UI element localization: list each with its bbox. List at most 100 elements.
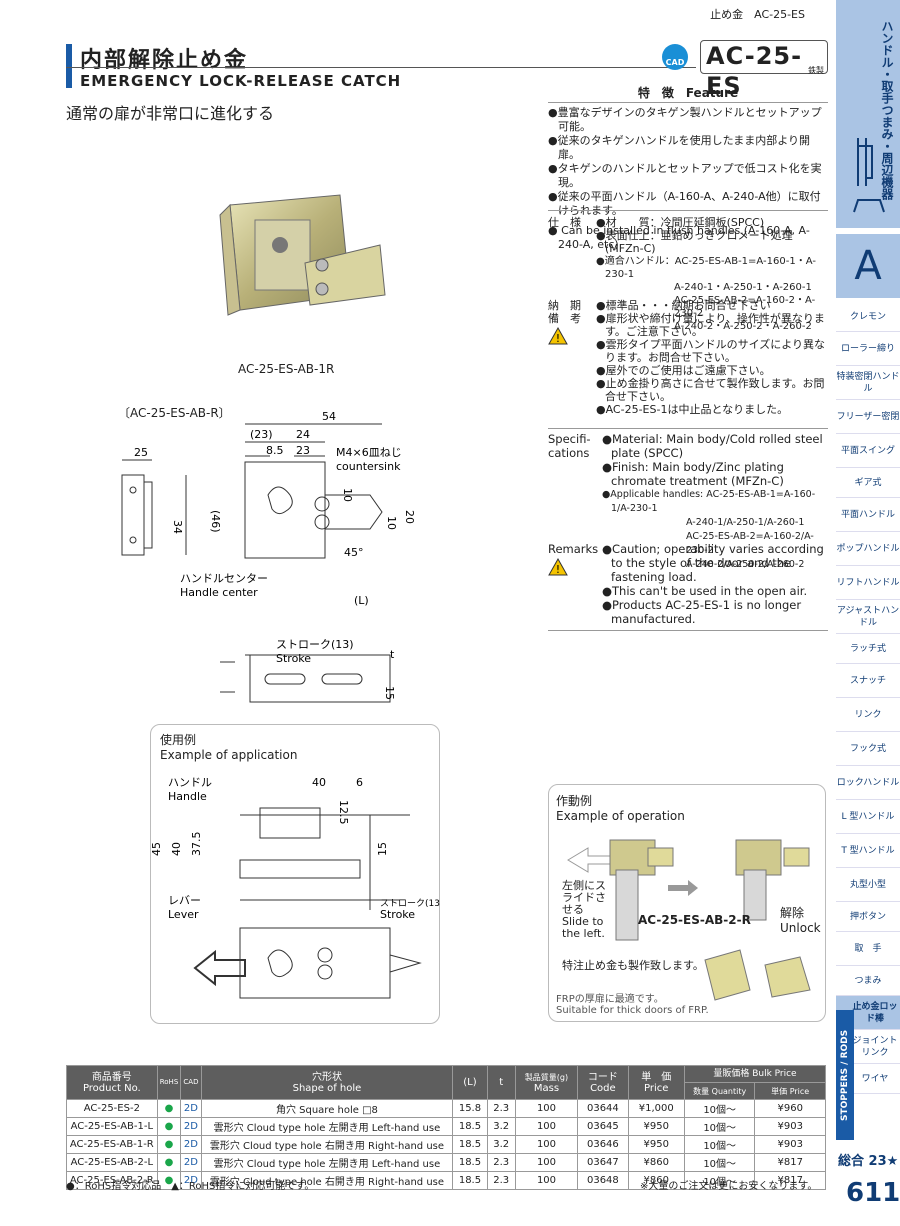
sidebar-item[interactable]: 取 手 (836, 932, 900, 966)
cell-mass: 100 (514, 1171, 579, 1190)
unlock-label-en: Unlock (780, 921, 821, 935)
cell-product: AC-25-ES-AB-2-L (66, 1153, 158, 1172)
cell-cad: 2D (180, 1153, 202, 1172)
th-t: t (486, 1065, 516, 1100)
cell-price: ¥950 (627, 1117, 685, 1136)
operation-model: AC-25-ES-AB-2-R (638, 913, 751, 927)
cell-cad: 2D (180, 1171, 202, 1190)
th-mass: 製品質量(g)Mass (514, 1065, 579, 1100)
frp-note-en: Suitable for thick doors of FRP. (556, 1005, 709, 1016)
cell-code: 03645 (577, 1117, 629, 1136)
sidebar-item[interactable]: ローラー締り (836, 332, 900, 366)
warning-icon: ! (548, 326, 568, 345)
application-title-jp: 使用例 (160, 733, 197, 747)
dim-L: (L) (354, 594, 369, 607)
special-order-note: 特注止め金も製作致します。 (562, 959, 704, 972)
dim-40b: 40 (170, 842, 183, 856)
sidebar-item[interactable]: L 型ハンドル (836, 800, 900, 834)
cad-badge-label: CAD (665, 58, 685, 67)
sidebar-item[interactable]: 平面ハンドル (836, 498, 900, 532)
operation-title-jp: 作動例 (556, 794, 593, 808)
spec-jp: 仕 様 ●材 質：冷間圧延鋼板(SPCC) ●表面仕上：亜鉛めっきクロメート処理… (548, 216, 826, 333)
sidebar-item[interactable]: T 型ハンドル (836, 834, 900, 868)
cell-L: 18.5 (452, 1117, 488, 1136)
cell-L: 18.5 (452, 1171, 488, 1190)
photo-caption: AC-25-ES-AB-1R (238, 362, 335, 376)
sidebar-item[interactable]: 特装密閉ハンドル (836, 366, 900, 400)
dim-25: 25 (134, 446, 148, 459)
spec-en: Specifi-cations ●Material: Main body/Col… (548, 432, 828, 572)
sidebar-item[interactable]: リンク (836, 698, 900, 732)
sidebar-item[interactable]: ロックハンドル (836, 766, 900, 800)
sidebar-item[interactable]: クレモン (836, 302, 900, 332)
cell-bulk: ¥903 (754, 1117, 826, 1136)
th-rohs: RoHS (156, 1065, 182, 1100)
cell-price: ¥1,000 (627, 1099, 685, 1118)
th-L: (L) (452, 1065, 488, 1100)
sidebar-item[interactable]: フック式 (836, 732, 900, 766)
remark-line: ●This can't be used in the open air. (602, 584, 808, 598)
dim-34: 34 (171, 520, 184, 534)
spec-line: A-240-1・A-250-1・A-260-1 (674, 282, 812, 293)
cell-price: ¥950 (627, 1135, 685, 1154)
sidebar-item[interactable]: アジャストハンドル (836, 600, 900, 634)
cell-mass: 100 (514, 1135, 579, 1154)
cell-mass: 100 (514, 1117, 579, 1136)
cell-qty: 10個～ (683, 1117, 756, 1136)
title-bar (66, 44, 72, 88)
dim-t: t (390, 648, 395, 661)
operation-title-en: Example of operation (556, 809, 685, 823)
arrow-left-icon (567, 847, 611, 873)
sidebar-item[interactable]: つまみ (836, 966, 900, 996)
features-list: ●豊富なデザインのタキゲン製ハンドルとセットアップ可能。 ●従来のタキゲンハンド… (548, 102, 828, 252)
cell-bulk: ¥817 (754, 1153, 826, 1172)
sidebar-item[interactable]: ギア式 (836, 468, 900, 498)
rohs-note: ●：RoHS指令対応品 ▲：RoHS指令に対応可能です。 (66, 1181, 315, 1192)
dim-40: 40 (312, 776, 326, 789)
sidebar-item[interactable]: ジョイントリンク (836, 1030, 900, 1064)
th-qty: 数量 Quantity (683, 1082, 756, 1100)
sidebar-item[interactable]: ラッチ式 (836, 634, 900, 664)
sidebar-item[interactable]: 押ボタン (836, 902, 900, 932)
sidebar-item[interactable]: 丸型小型 (836, 868, 900, 902)
sidebar-item[interactable]: スナッチ (836, 664, 900, 698)
dim-10b: 10 (385, 516, 398, 530)
sidebar-item[interactable]: ワイヤ (836, 1064, 900, 1094)
cad-icon[interactable]: CAD (662, 44, 688, 70)
feature-item: ●従来のタキゲンハンドルを使用したまま内部より開扉。 (548, 134, 811, 161)
svg-text:!: ! (556, 563, 560, 576)
cell-bulk: ¥903 (754, 1135, 826, 1154)
cell-shape: 雲形穴 Cloud type hole 左開き用 Left-hand use (200, 1153, 454, 1172)
sidebar-item[interactable]: リフトハンドル (836, 566, 900, 600)
handle-center-label: ハンドルセンター (180, 572, 268, 585)
spec-line: A-240-2・A-250-2・A-260-2 (674, 321, 812, 332)
drawing-label: 〔AC-25-ES-AB-R〕 (118, 406, 231, 420)
feature-item: ●タキゲンのハンドルとセットアップで低コスト化を実現。 (548, 162, 822, 189)
page-title-en: EMERGENCY LOCK-RELEASE CATCH (80, 72, 402, 90)
sidebar-item[interactable]: ポップハンドル (836, 532, 900, 566)
cell-mass: 100 (514, 1099, 579, 1118)
cell-shape: 雲形穴 Cloud type hole 左開き用 Left-hand use (200, 1117, 454, 1136)
page-number: 611 (846, 1178, 900, 1208)
screw-label: M4×6皿ねじ (336, 446, 402, 459)
special-catch-photo (704, 949, 811, 1001)
sidebar-item[interactable]: 平面スイング (836, 434, 900, 468)
cell-qty: 10個～ (683, 1153, 756, 1172)
dim-8-5: 8.5 (266, 444, 284, 457)
cell-L: 18.5 (452, 1153, 488, 1172)
cell-product: AC-25-ES-2 (66, 1099, 158, 1118)
unlock-label-jp: 解除 (780, 906, 805, 920)
divider (548, 428, 828, 429)
spec-line: AC-25-ES-AB-2=A-160-2/A-230-2 (686, 531, 814, 556)
dim-54: 54 (322, 410, 336, 423)
remarks-en-label: Remarks (548, 542, 599, 556)
arrow-right-icon (668, 880, 698, 896)
application-title-en: Example of application (160, 748, 298, 762)
cell-t: 2.3 (486, 1171, 516, 1190)
sidebar-item[interactable]: フリーザー密閉 (836, 400, 900, 434)
